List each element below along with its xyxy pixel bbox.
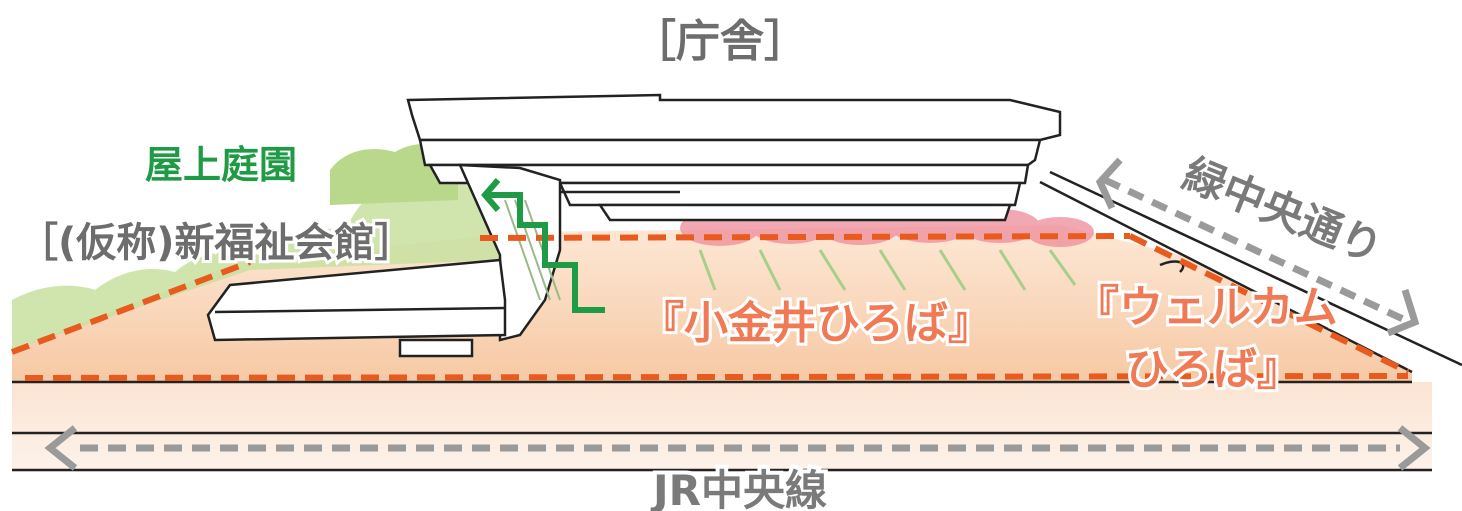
tree-shadows	[698, 249, 1077, 291]
rooftop-route	[481, 178, 605, 313]
midori-street-label: 緑中央通り	[1176, 149, 1389, 273]
plaza-boundaries	[10, 233, 1410, 381]
welfare-hall-label: ［(仮称)新福祉会館］	[18, 220, 415, 266]
midori-street-arrow	[1095, 157, 1420, 337]
welfare-hall-building	[206, 163, 562, 358]
koganei-plaza-label: 『小金井ひろば』	[640, 298, 992, 349]
welcome-plaza-label-line2: ひろば』	[1125, 344, 1301, 395]
track-band	[12, 382, 1432, 472]
building-label: ［庁舎］	[632, 16, 808, 67]
main-building	[406, 93, 1062, 222]
welcome-plaza-label-line1: 『ウェルカム	[1075, 282, 1338, 333]
rooftop-garden-label: 屋上庭園	[145, 143, 297, 187]
jr-line-label: JR中央線	[650, 466, 827, 511]
jr-line-arrow	[44, 425, 1431, 471]
